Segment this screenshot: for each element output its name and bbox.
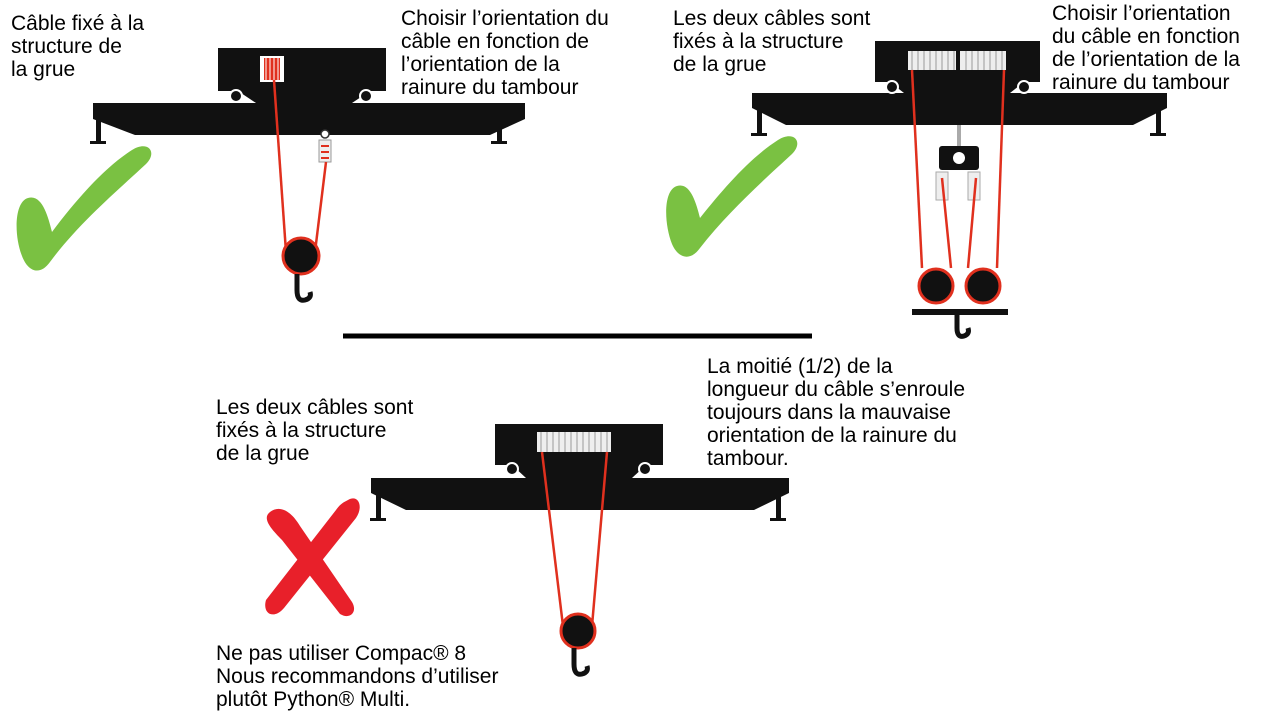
recommendation-note: Ne pas utiliser Compac® 8 Nous recommand… — [216, 642, 499, 711]
check-icon — [666, 136, 798, 257]
rope-drum — [908, 49, 1006, 72]
crane-double-fixed-bad — [370, 424, 789, 677]
double-fixed-ok-side-note: Les deux câbles sont fixés à la structur… — [673, 7, 871, 76]
double-fixed-bad-warning-note: La moitié (1/2) de la longueur du câble … — [707, 355, 966, 470]
rope-drum — [260, 56, 284, 82]
cross-icon — [265, 498, 360, 617]
hoist-rope — [272, 79, 328, 253]
crane-structure — [751, 93, 1167, 136]
crane-structure — [90, 103, 525, 144]
hoist-rope — [540, 451, 609, 627]
crane-structure — [370, 478, 789, 521]
rope-anchor — [318, 129, 332, 163]
hook-block — [912, 267, 1008, 339]
check-icon — [16, 146, 152, 271]
double-fixed-bad-side-note: Les deux câbles sont fixés à la structur… — [216, 396, 414, 465]
double-fixed-ok-orientation-note: Choisir l’orientation du câble en foncti… — [1052, 2, 1240, 94]
single-fixed-orientation-note: Choisir l’orientation du câble en foncti… — [401, 7, 609, 99]
rope-drum — [537, 432, 611, 452]
hoist-rope — [910, 69, 1006, 269]
hook-block — [559, 612, 597, 677]
trolley — [218, 48, 386, 103]
single-fixed-side-note: Câble fixé à la structure de la grue — [11, 12, 145, 81]
hook-block — [281, 236, 321, 303]
crane-single-fixed — [90, 48, 525, 303]
equalizer-sheave — [935, 125, 981, 201]
crane-double-fixed-ok — [751, 41, 1167, 339]
